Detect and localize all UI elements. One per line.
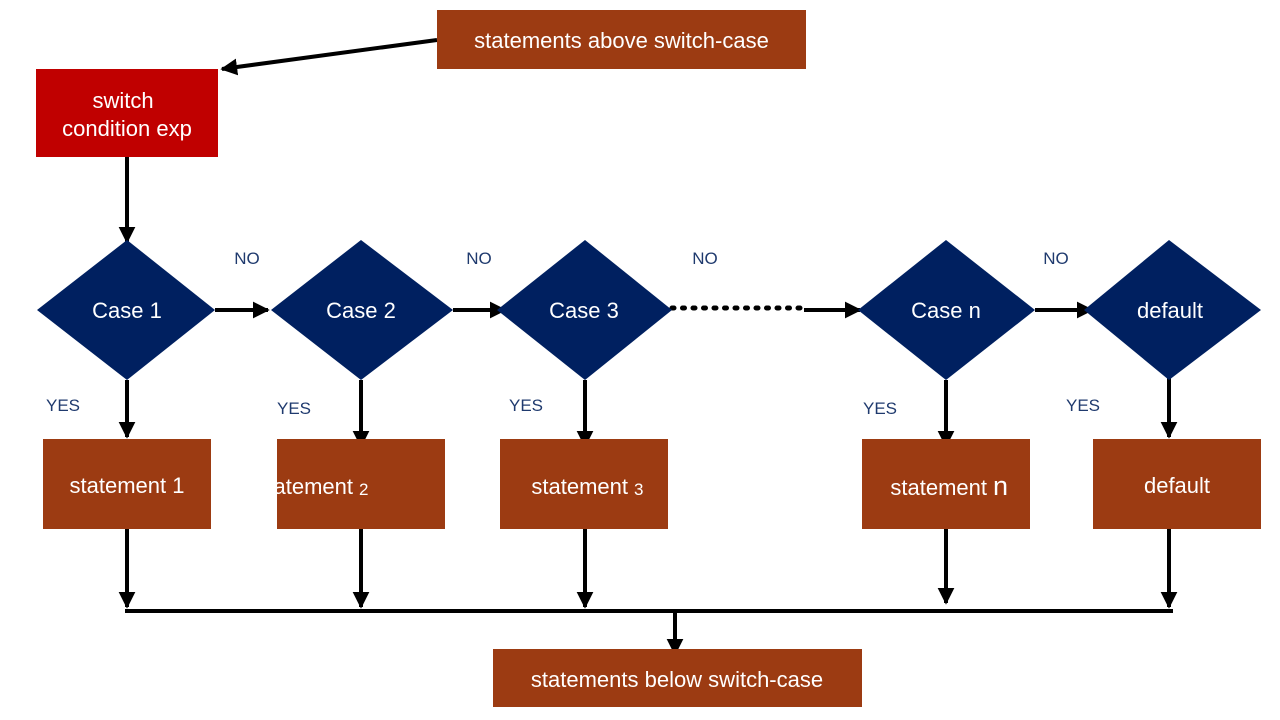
- node-statement-2-number: 2: [359, 480, 368, 499]
- node-default-statement: default: [1093, 439, 1261, 529]
- label-no-2: NO: [466, 249, 492, 268]
- node-statement-3-label: statement: [531, 474, 628, 499]
- node-statements-below: statements below switch-case: [493, 649, 862, 707]
- decision-case1-label: Case 1: [92, 298, 162, 323]
- decision-case2: Case 2: [271, 240, 453, 380]
- node-statement-3-number: 3: [634, 480, 643, 499]
- node-statements-above: statements above switch-case: [437, 10, 806, 69]
- label-yes-5: YES: [1066, 396, 1100, 415]
- node-statement-1: statement 1: [43, 439, 211, 529]
- label-yes-4: YES: [863, 399, 897, 418]
- node-switch-condition: switch condition exp: [36, 69, 218, 157]
- decision-default-label: default: [1137, 298, 1203, 323]
- decision-casen-label: Case n: [911, 298, 981, 323]
- node-switch-label-line1: switch: [92, 88, 153, 113]
- node-default-statement-label: default: [1144, 473, 1210, 498]
- label-yes-1: YES: [46, 396, 80, 415]
- node-statements-above-label: statements above switch-case: [474, 28, 769, 53]
- decision-casen: Case n: [858, 240, 1035, 380]
- node-statement-2-label: statement: [256, 474, 353, 499]
- decision-case3-label: Case 3: [549, 298, 619, 323]
- edge-above-to-switch: [220, 38, 438, 76]
- label-no-3: NO: [692, 249, 718, 268]
- node-statement-2: statement 2: [256, 439, 445, 529]
- node-statement-3: statement 3: [500, 439, 668, 529]
- label-yes-3: YES: [509, 396, 543, 415]
- decision-case2-label: Case 2: [326, 298, 396, 323]
- decision-case1: Case 1: [37, 240, 215, 380]
- node-switch-label-line2: condition exp: [62, 116, 192, 141]
- label-yes-2: YES: [277, 399, 311, 418]
- decision-default: default: [1084, 240, 1261, 380]
- node-statement-n-letter: n: [993, 471, 1008, 501]
- node-statement-n: statement n: [862, 439, 1030, 529]
- node-statements-below-label: statements below switch-case: [531, 667, 823, 692]
- label-no-1: NO: [234, 249, 260, 268]
- node-statement-1-label: statement 1: [70, 473, 185, 498]
- label-no-4: NO: [1043, 249, 1069, 268]
- decision-case3: Case 3: [497, 240, 672, 380]
- node-statement-n-label: statement: [890, 475, 987, 500]
